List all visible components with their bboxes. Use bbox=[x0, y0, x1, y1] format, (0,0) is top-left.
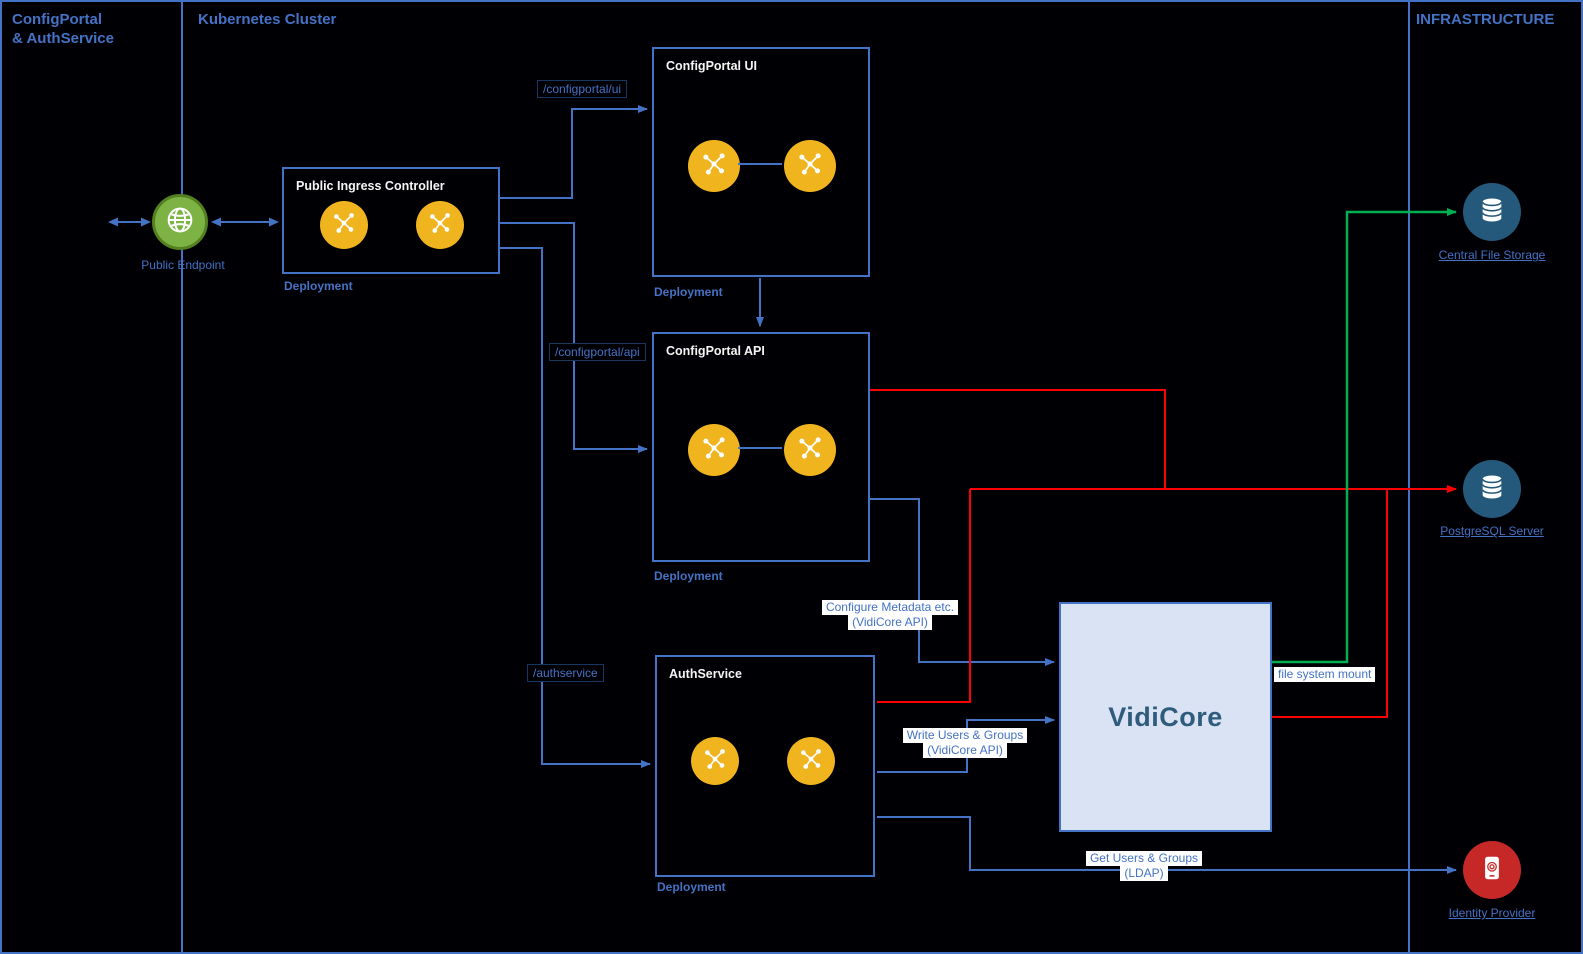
fingerprint-phone-icon bbox=[1477, 853, 1507, 888]
central-file-storage-node bbox=[1463, 183, 1521, 241]
edge-api-postgres bbox=[870, 389, 1166, 489]
arrowhead bbox=[108, 217, 118, 227]
get-users-line1: Get Users & Groups bbox=[1085, 851, 1203, 866]
edge-vidicore-postgres bbox=[1272, 489, 1388, 718]
configportal-ui-pod-2 bbox=[784, 140, 836, 192]
configportal-ui-box: ConfigPortal UI bbox=[652, 47, 870, 277]
section-divider-left bbox=[181, 2, 183, 952]
configportal-api-title: ConfigPortal API bbox=[666, 344, 765, 358]
configportal-api-box: ConfigPortal API bbox=[652, 332, 870, 562]
edge-ingress-configportal-api bbox=[500, 222, 648, 453]
edge-ingress-authservice bbox=[500, 247, 651, 768]
configure-metadata-line1: Configure Metadata etc. bbox=[821, 600, 959, 615]
left-panel-title-line2: & AuthService bbox=[12, 30, 114, 47]
configportal-ui-deployment-label: Deployment bbox=[654, 285, 723, 299]
central-file-storage-label: Central File Storage bbox=[1438, 248, 1546, 262]
configure-metadata-line2: (VidiCore API) bbox=[848, 615, 932, 630]
configportal-ui-pod-1 bbox=[688, 140, 740, 192]
configure-metadata-label: Configure Metadata etc. (VidiCore API) bbox=[820, 600, 960, 630]
configportal-api-deployment-label: Deployment bbox=[654, 569, 723, 583]
edge-vidicore-file-storage bbox=[1272, 208, 1457, 664]
configportal-api-pod-2 bbox=[784, 424, 836, 476]
arrowhead bbox=[211, 217, 221, 227]
pod-icon bbox=[701, 745, 729, 778]
ingress-pod-1 bbox=[320, 201, 368, 249]
pod-icon bbox=[426, 209, 454, 242]
public-endpoint-label: Public Endpoint bbox=[141, 258, 225, 272]
route-label-configportal-api: /configportal/api bbox=[549, 343, 646, 361]
authservice-pod-1 bbox=[691, 737, 739, 785]
write-users-label: Write Users & Groups (VidiCore API) bbox=[895, 728, 1035, 758]
authservice-deployment-label: Deployment bbox=[657, 880, 726, 894]
ingress-controller-box: Public Ingress Controller bbox=[282, 167, 500, 274]
write-users-line2: (VidiCore API) bbox=[923, 743, 1007, 758]
route-label-configportal-ui: /configportal/ui bbox=[537, 80, 628, 98]
get-users-label: Get Users & Groups (LDAP) bbox=[1084, 851, 1204, 881]
arrowhead bbox=[269, 217, 279, 227]
authservice-box: AuthService bbox=[655, 655, 875, 877]
pod-icon bbox=[330, 209, 358, 242]
edge-ingress-configportal-ui bbox=[500, 105, 648, 199]
get-users-line2: (LDAP) bbox=[1120, 866, 1168, 881]
infrastructure-title: INFRASTRUCTURE bbox=[1416, 11, 1555, 28]
cluster-title: Kubernetes Cluster bbox=[198, 11, 337, 28]
vidicore-box: VidiCore bbox=[1059, 602, 1272, 832]
pod-icon bbox=[795, 433, 825, 468]
section-divider-infrastructure bbox=[1408, 2, 1410, 952]
left-panel-title: ConfigPortal & AuthService bbox=[12, 10, 114, 48]
configportal-ui-title: ConfigPortal UI bbox=[666, 59, 757, 73]
pod-icon bbox=[699, 433, 729, 468]
pod-icon bbox=[699, 149, 729, 184]
arrowhead bbox=[141, 217, 151, 227]
route-label-authservice: /authservice bbox=[527, 664, 604, 682]
authservice-pod-2 bbox=[787, 737, 835, 785]
postgresql-label: PostgreSQL Server bbox=[1440, 524, 1544, 538]
ingress-pod-2 bbox=[416, 201, 464, 249]
postgresql-node bbox=[1463, 460, 1521, 518]
public-endpoint-node bbox=[152, 194, 208, 250]
ingress-controller-title: Public Ingress Controller bbox=[296, 179, 445, 193]
identity-provider-node bbox=[1463, 841, 1521, 899]
database-icon bbox=[1476, 194, 1508, 231]
configportal-api-pod-1 bbox=[688, 424, 740, 476]
database-icon bbox=[1476, 471, 1508, 508]
fs-mount-label: file system mount bbox=[1274, 667, 1376, 682]
edge-api-vidicore bbox=[870, 498, 1055, 666]
pod-icon bbox=[797, 745, 825, 778]
ingress-deployment-label: Deployment bbox=[284, 279, 353, 293]
authservice-title: AuthService bbox=[669, 667, 742, 681]
edge-authservice-postgres bbox=[877, 489, 971, 703]
vidicore-title: VidiCore bbox=[1108, 701, 1223, 732]
globe-icon bbox=[163, 203, 197, 242]
left-panel-title-line1: ConfigPortal bbox=[12, 11, 102, 28]
fs-mount-text: file system mount bbox=[1274, 667, 1376, 682]
write-users-line1: Write Users & Groups bbox=[902, 728, 1028, 743]
pod-icon bbox=[795, 149, 825, 184]
identity-provider-label: Identity Provider bbox=[1448, 906, 1536, 920]
